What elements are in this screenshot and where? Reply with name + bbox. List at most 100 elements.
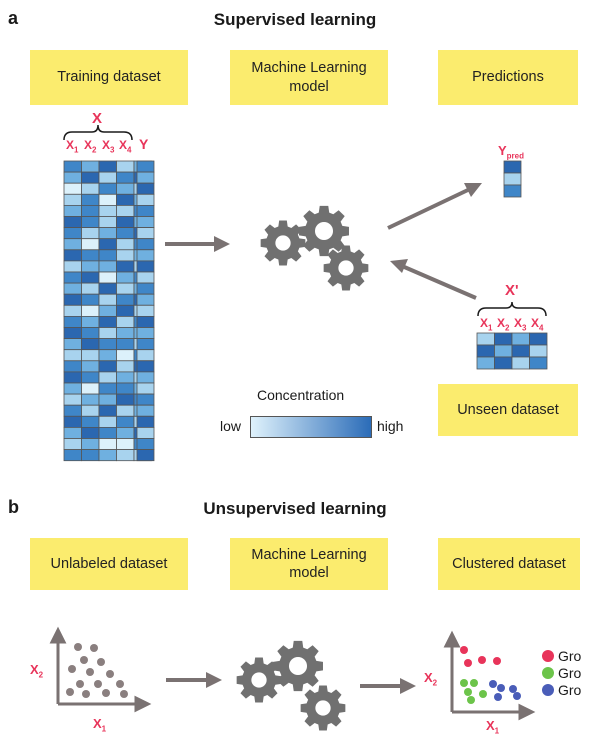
matrix-y-cell <box>136 204 155 217</box>
unseen-x-label: X' <box>505 282 519 299</box>
scatter-dot <box>68 665 76 673</box>
matrix-cell <box>116 415 135 428</box>
clustered-dataset-label: Clustered dataset <box>452 555 566 572</box>
matrix-cell <box>63 338 82 351</box>
matrix-cell <box>81 171 100 184</box>
cluster-dot-red <box>460 646 468 654</box>
scatter-dot <box>90 644 98 652</box>
panel-a-letter: a <box>8 8 19 28</box>
unseen-feature-x2: X2 <box>497 316 510 333</box>
matrix-cell <box>98 182 117 195</box>
matrix-cell <box>116 293 135 306</box>
scatter-dot <box>106 670 114 678</box>
matrix-cell <box>63 249 82 262</box>
unseen-feature-x3: X3 <box>514 316 527 333</box>
legend-marker-3 <box>542 684 554 696</box>
matrix-cell <box>63 304 82 317</box>
scatter-dot <box>94 680 102 688</box>
unseen-cell <box>529 332 548 346</box>
cluster-dot-red <box>464 659 472 667</box>
legend-label-1: Gro <box>558 648 582 664</box>
cluster-dot-green <box>464 688 472 696</box>
matrix-cell <box>98 238 117 251</box>
matrix-cell <box>98 338 117 351</box>
unseen-cell <box>476 356 495 370</box>
scatter-dot <box>82 690 90 698</box>
arrow-unseen-to-model <box>390 259 477 300</box>
matrix-cell <box>81 238 100 251</box>
colorbar-high-label: high <box>377 418 404 434</box>
matrix-cell <box>116 449 135 462</box>
matrix-cell <box>98 260 117 273</box>
unseen-cell <box>511 332 530 346</box>
matrix-cell <box>98 327 117 340</box>
cluster-dot-blue <box>509 685 517 693</box>
matrix-cell <box>98 360 117 373</box>
matrix-y-cell <box>136 360 155 373</box>
matrix-y-label: Y <box>139 136 149 152</box>
matrix-cell <box>98 404 117 417</box>
legend-label-2: Gro <box>558 665 582 681</box>
x-brace <box>63 124 133 141</box>
legend-marker-2 <box>542 667 554 679</box>
matrix-cell <box>98 271 117 284</box>
legend-label-3: Gro <box>558 682 582 698</box>
matrix-cell <box>81 282 100 295</box>
training-dataset-box: Training dataset <box>30 50 188 105</box>
ml-model-box-a: Machine Learning model <box>230 50 388 105</box>
training-matrix <box>63 160 155 462</box>
matrix-cell <box>81 227 100 240</box>
matrix-y-cell <box>136 315 155 328</box>
matrix-cell <box>63 193 82 206</box>
matrix-cell <box>116 204 135 217</box>
y-pred-label: Ypred <box>498 143 525 161</box>
colorbar-gradient <box>250 416 372 438</box>
scatter-dot <box>66 688 74 696</box>
matrix-cell <box>81 204 100 217</box>
scatter-dot <box>74 643 82 651</box>
matrix-y-cell <box>136 260 155 273</box>
matrix-cell <box>63 282 82 295</box>
matrix-cell <box>63 382 82 395</box>
cluster-dot-blue <box>494 693 502 701</box>
scatter-dot <box>102 689 110 697</box>
matrix-cell <box>81 249 100 262</box>
matrix-y-cell <box>136 327 155 340</box>
y-pred-bar <box>503 160 522 198</box>
matrix-cell <box>116 371 135 384</box>
unseen-dataset-label: Unseen dataset <box>457 401 559 418</box>
matrix-y-cell <box>136 271 155 284</box>
unseen-dataset-box: Unseen dataset <box>438 384 578 436</box>
matrix-y-cell <box>136 382 155 395</box>
arrow-model-to-clustered <box>360 678 416 694</box>
matrix-y-cell <box>136 415 155 428</box>
matrix-cell <box>98 415 117 428</box>
panel-b-heading: Unsupervised learning <box>203 499 387 518</box>
matrix-cell <box>98 349 117 362</box>
clustered-dataset-box: Clustered dataset <box>438 538 580 590</box>
matrix-cell <box>116 216 135 229</box>
unseen-feature-x1: X1 <box>480 316 493 333</box>
matrix-cell <box>116 426 135 439</box>
unseen-cell <box>476 344 495 358</box>
matrix-y-cell <box>136 227 155 240</box>
matrix-cell <box>63 260 82 273</box>
legend-marker-1 <box>542 650 554 662</box>
matrix-cell <box>98 315 117 328</box>
matrix-cell <box>98 282 117 295</box>
matrix-cell <box>81 271 100 284</box>
unseen-feature-x4: X4 <box>531 316 544 333</box>
matrix-cell <box>63 327 82 340</box>
colorbar-low-label: low <box>220 418 242 434</box>
unseen-cell <box>511 344 530 358</box>
unseen-cell <box>476 332 495 346</box>
matrix-cell <box>63 182 82 195</box>
matrix-cell <box>63 393 82 406</box>
unseen-brace <box>477 301 547 317</box>
matrix-cell <box>98 426 117 439</box>
matrix-cell <box>98 160 117 173</box>
scatter-dot <box>120 690 128 698</box>
unseen-cell <box>494 356 513 370</box>
matrix-cell <box>98 227 117 240</box>
